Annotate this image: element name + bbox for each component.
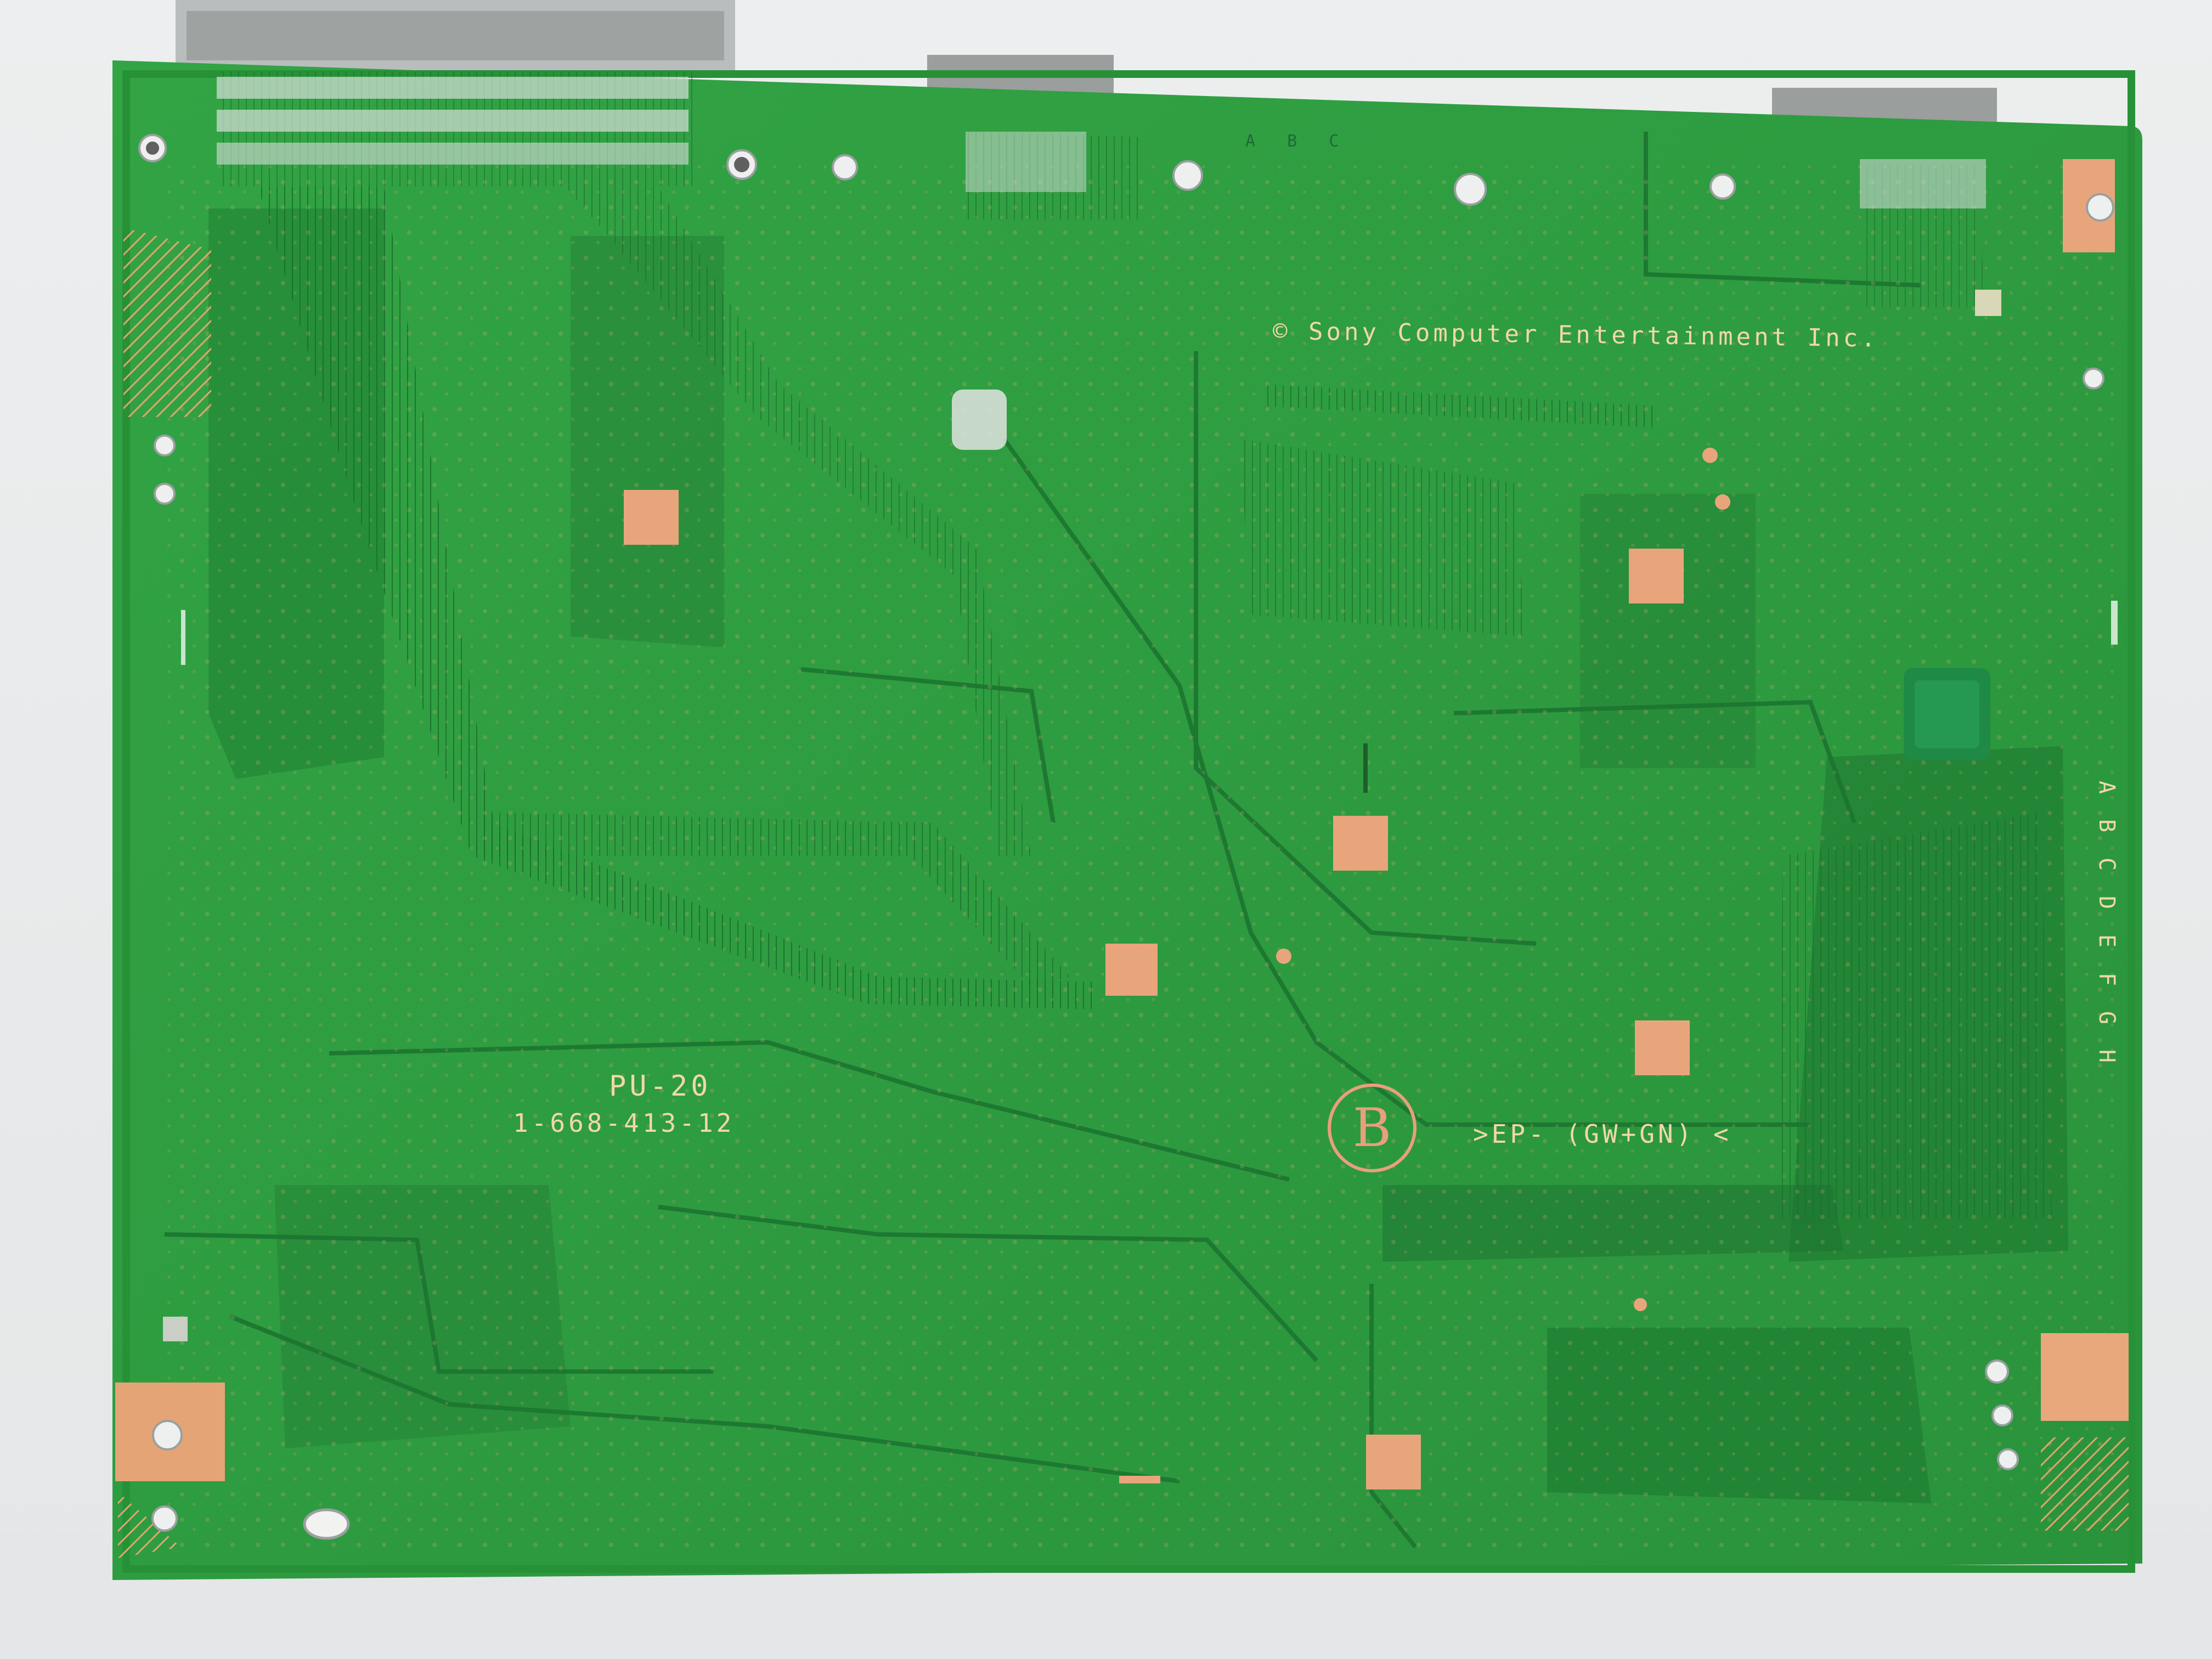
side-letter: F: [2094, 972, 2119, 986]
side-letter-column: A B C D E F G H: [2089, 768, 2119, 1075]
side-letter: H: [2094, 1049, 2119, 1063]
b-mark-silkscreen: B: [1328, 1084, 1417, 1172]
model-silkscreen: PU-20: [609, 1070, 712, 1103]
side-letter: A: [2094, 780, 2119, 794]
side-letter: C: [2094, 857, 2119, 871]
top-label-silkscreen: A B C: [1245, 132, 1350, 151]
side-letter: E: [2094, 934, 2119, 948]
side-letter: B: [2094, 819, 2119, 833]
side-letter: G: [2094, 1011, 2119, 1025]
ep-code-silkscreen: >EP- (GW+GN) <: [1473, 1119, 1732, 1149]
side-letter: D: [2094, 895, 2119, 910]
part-number-silkscreen: 1-668-413-12: [513, 1108, 735, 1138]
